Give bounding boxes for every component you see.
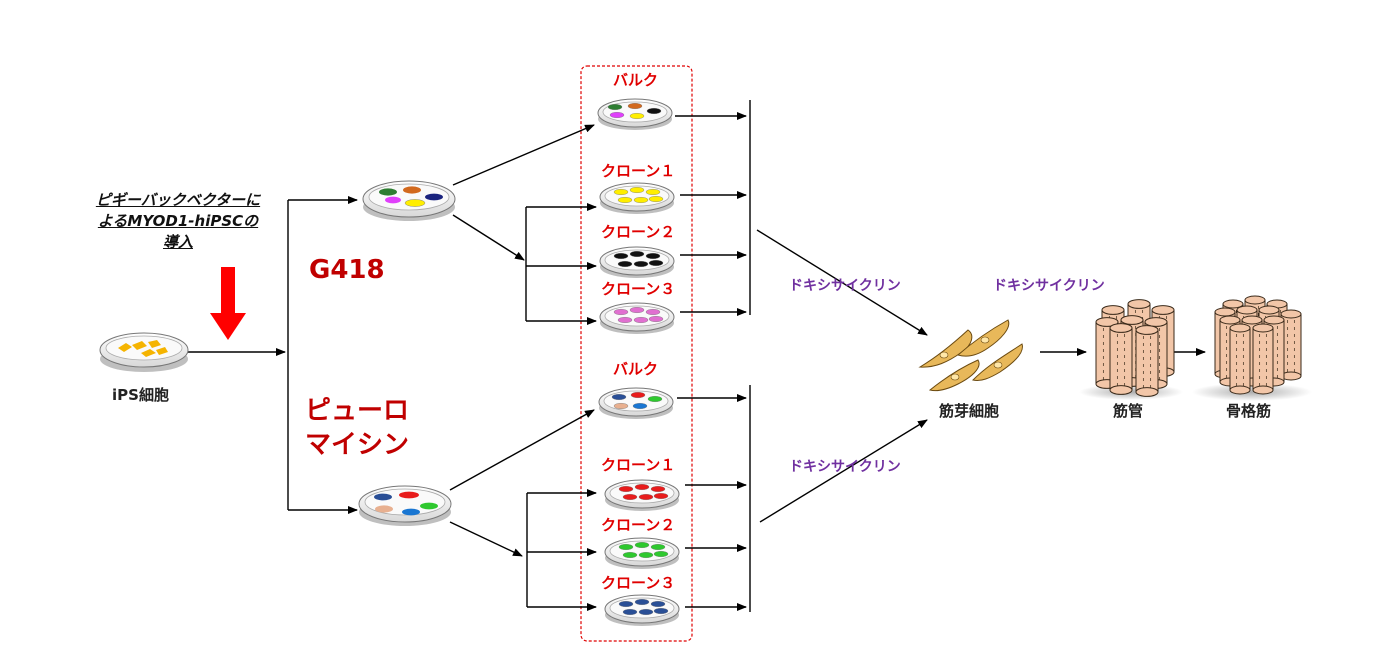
puro-clone2-dish — [604, 537, 680, 569]
g418-clone3-label: クローン３ — [601, 280, 676, 298]
g418-clone2-dish — [599, 246, 675, 278]
puro-clone1-label: クローン１ — [601, 456, 676, 474]
introduction-red-arrow — [210, 267, 246, 340]
g418-bulk-dish — [597, 98, 673, 130]
ips-cell-dish — [99, 332, 189, 372]
myoblast-label: 筋芽細胞 — [939, 402, 1000, 420]
g418-clone3-dish — [599, 302, 675, 334]
skeletal-muscle-label: 骨格筋 — [1226, 402, 1272, 420]
g418-bulk-label: バルク — [613, 71, 659, 89]
ips-cell-label: iPS細胞 — [112, 386, 169, 404]
puro-bulk-dish — [598, 387, 674, 419]
puromycin-label-line2: マイシン — [305, 430, 410, 460]
puro-mixed-dish — [358, 485, 452, 526]
myoblast-cells-icon — [918, 319, 1023, 392]
skeletal-muscle-icon — [1192, 295, 1312, 401]
connector-lines — [188, 100, 1206, 612]
puro-clone3-dish — [604, 594, 680, 626]
puro-clone2-label: クローン２ — [601, 516, 676, 534]
g418-clone1-label: クローン１ — [601, 162, 676, 180]
myotube-icon — [1079, 299, 1183, 400]
intro-line-2: よるMYOD1-hiPSCの — [97, 212, 259, 230]
intro-line-3: 導入 — [162, 233, 193, 251]
doxycycline-label-top: ドキシサイクリン — [789, 278, 901, 294]
piggyback-intro-text: ピギーバックベクターに よるMYOD1-hiPSCの 導入 — [78, 190, 278, 253]
g418-label: G418 — [309, 255, 385, 285]
clone-dishes — [597, 98, 680, 626]
intro-line-1: ピギーバックベクターに — [95, 191, 261, 209]
g418-mixed-dish — [362, 180, 456, 221]
doxycycline-label-right: ドキシサイクリン — [993, 278, 1105, 294]
puro-clone3-label: クローン３ — [601, 574, 676, 592]
g418-clone2-label: クローン２ — [601, 223, 676, 241]
clone-group-dashed-box — [580, 65, 693, 642]
g418-clone1-dish — [599, 182, 675, 214]
doxycycline-label-bottom: ドキシサイクリン — [789, 459, 901, 475]
myotube-label: 筋管 — [1113, 402, 1144, 420]
puromycin-label-line1: ピューロ — [305, 396, 410, 426]
puro-bulk-label: バルク — [613, 360, 659, 378]
puro-clone1-dish — [604, 479, 680, 511]
